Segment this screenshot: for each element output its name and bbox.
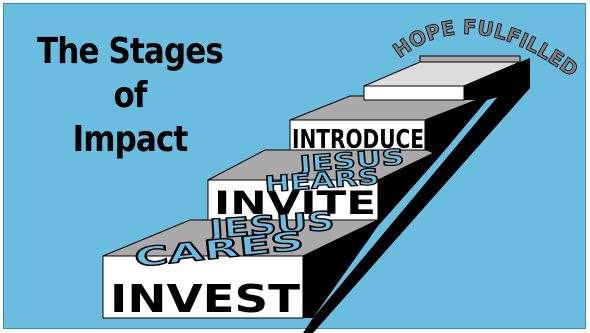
- step-4-landing: [419, 55, 521, 63]
- step-2-riser-side: [378, 150, 440, 226]
- step-label-introduce: INTRODUCE: [292, 125, 424, 155]
- step-3-riser-side: [425, 96, 487, 156]
- title-line-3: Impact: [72, 119, 189, 160]
- step-4-riser-side: [464, 58, 530, 100]
- step-label-invite: INVITE: [214, 184, 376, 222]
- step-label-invest: INVEST: [110, 277, 300, 321]
- slide-title: The Stages of Impact: [35, 30, 224, 162]
- staircase-side: [313, 58, 530, 333]
- title-line-2: of: [113, 75, 147, 116]
- title-line-1: The Stages: [37, 31, 224, 72]
- staircase-side-shadow: [303, 318, 313, 333]
- step-4-front: [363, 85, 465, 101]
- step-1-riser-side: [303, 220, 378, 318]
